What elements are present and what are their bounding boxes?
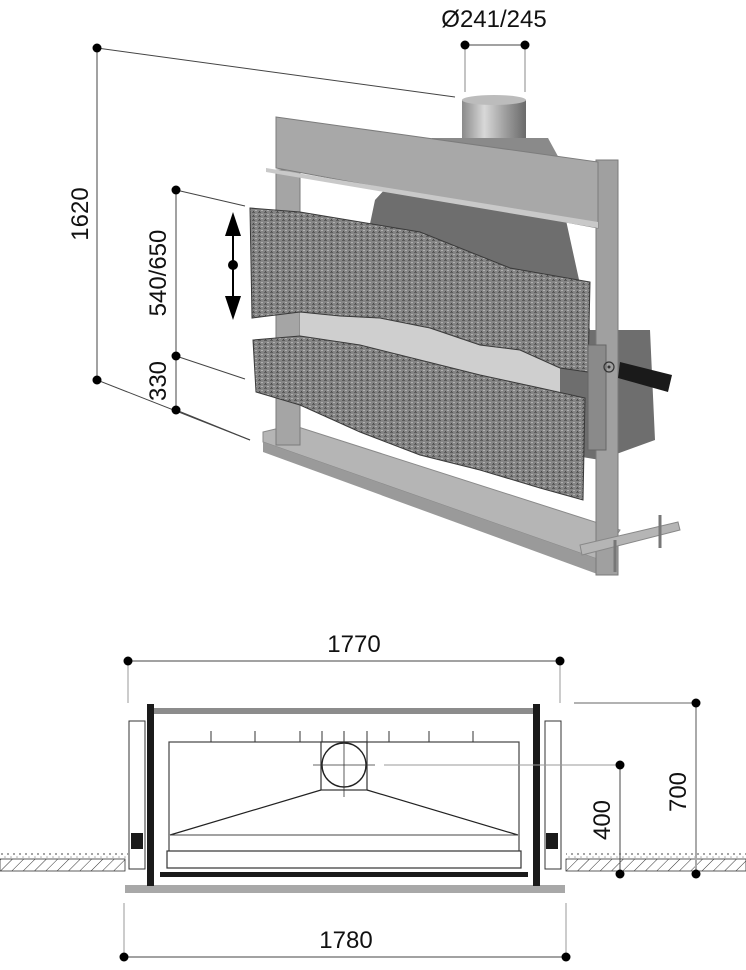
perspective-view: Ø241/245 1620 540/650 330 xyxy=(67,6,681,576)
lintel-flange xyxy=(266,168,598,228)
total-height-label: 1620 xyxy=(67,187,94,240)
base-plate-edge xyxy=(263,442,600,575)
dimension-point-icon xyxy=(119,952,129,962)
side-panel-left xyxy=(128,720,146,870)
opening-height-label: 540/650 xyxy=(145,230,172,317)
total-depth-dimension: 700 xyxy=(574,698,701,879)
rib-ticks xyxy=(210,731,474,742)
dimension-point-icon xyxy=(123,656,133,666)
flue-depth-dimension: 400 xyxy=(384,760,625,879)
dimension-point-icon xyxy=(691,869,701,879)
flue-pipe xyxy=(462,95,526,138)
total-depth-label: 700 xyxy=(665,772,692,812)
frame-post-right xyxy=(533,704,540,886)
floor-finish-right xyxy=(566,852,746,859)
top-width-label: 1770 xyxy=(327,631,380,658)
wood-door-lower-panel xyxy=(252,335,586,501)
door-guide-bracket xyxy=(587,344,607,451)
fixing-block-right xyxy=(546,833,558,849)
flue-diameter-dimension: Ø241/245 xyxy=(441,6,547,92)
flue-diameter-label: Ø241/245 xyxy=(441,6,546,33)
hearth-tray xyxy=(166,850,522,869)
dimension-point-icon xyxy=(92,375,102,385)
bottom-width-dimension: 1780 xyxy=(119,903,571,962)
top-width-dimension: 1770 xyxy=(123,631,565,703)
dimension-point-icon xyxy=(561,952,571,962)
dimension-point-icon xyxy=(555,656,565,666)
dimension-point-icon xyxy=(615,869,625,879)
dimension-point-icon xyxy=(691,698,701,708)
floor-finish-left xyxy=(0,852,128,859)
hood-slope-left xyxy=(169,789,322,836)
fixing-block-left xyxy=(131,833,143,849)
pivot-bolt-center xyxy=(607,365,611,369)
dimension-point-icon xyxy=(171,405,181,415)
door-lift-arrow-icon xyxy=(225,212,241,320)
frame-post-left xyxy=(147,704,154,886)
plan-base-plate xyxy=(125,885,565,893)
dimension-point-icon xyxy=(460,40,470,50)
door-handle xyxy=(618,362,672,392)
adjustable-foot xyxy=(579,515,681,572)
plan-lintel xyxy=(154,708,533,714)
pivot-bolt-icon xyxy=(603,361,615,373)
floor-slab-right xyxy=(565,858,746,872)
door-bottom-rail xyxy=(160,872,528,877)
dimension-point-icon xyxy=(615,760,625,770)
bottom-width-label: 1780 xyxy=(319,927,372,954)
dimension-point-icon xyxy=(171,351,181,361)
flue-depth-label: 400 xyxy=(589,800,616,840)
wood-door-upper-panel xyxy=(249,207,591,373)
dimension-point-icon xyxy=(171,185,181,195)
opening-height-dimension: 540/650 330 xyxy=(145,185,251,441)
base-height-label: 330 xyxy=(145,361,172,401)
hood-slope-right xyxy=(366,789,519,836)
firebox-opening xyxy=(300,305,560,400)
dimension-point-icon xyxy=(92,43,102,53)
floor-slab-left xyxy=(0,858,126,872)
side-panel-right xyxy=(544,720,562,870)
dimension-point-icon xyxy=(520,40,530,50)
plan-view: 1770 xyxy=(0,631,746,962)
